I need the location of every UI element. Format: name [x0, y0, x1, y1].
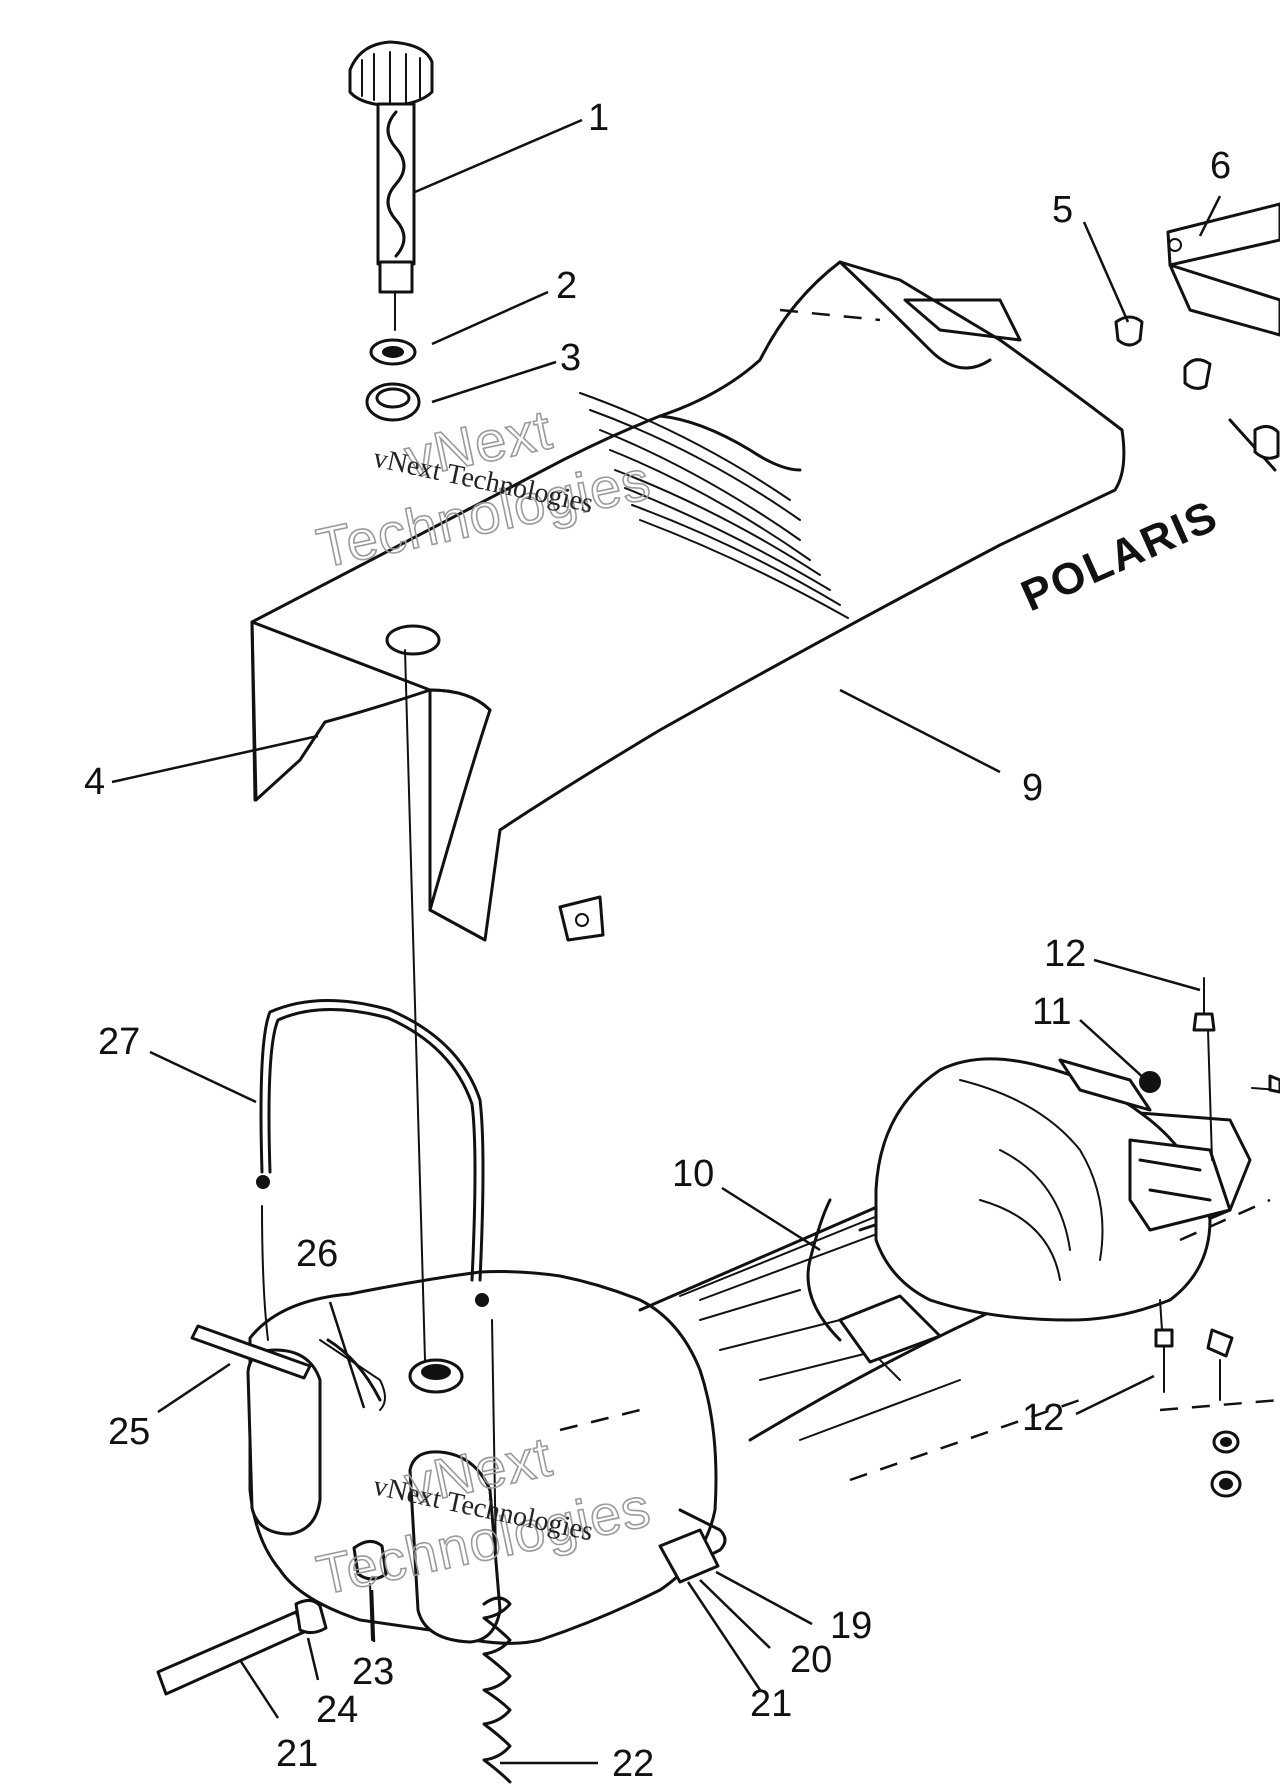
callout-22: 22 [612, 1743, 654, 1785]
rear-bracket-part [1114, 202, 1280, 472]
callout-20: 20 [790, 1639, 832, 1681]
callout-10: 10 [672, 1153, 714, 1195]
leader-lines [111, 118, 1222, 1765]
callout-12-lower: 12 [1022, 1397, 1064, 1439]
callout-5: 5 [1052, 189, 1073, 231]
callout-labels: 1 2 3 4 5 6 9 10 11 12 12 19 20 21 21 22… [84, 97, 1231, 1785]
spring-clamp-part [482, 1319, 512, 1784]
callout-12-upper: 12 [1044, 933, 1086, 975]
callout-11: 11 [1032, 991, 1071, 1033]
seat-cover-part: POLARIS [250, 260, 1226, 942]
callout-24: 24 [316, 1689, 358, 1731]
callout-4: 4 [84, 761, 105, 803]
callout-21-left: 21 [276, 1733, 318, 1775]
callout-9: 9 [1022, 767, 1043, 809]
callout-25: 25 [108, 1411, 150, 1453]
callout-1: 1 [588, 97, 609, 139]
callout-19: 19 [830, 1605, 872, 1647]
callout-21-right: 21 [750, 1683, 792, 1725]
callout-23: 23 [352, 1651, 394, 1693]
callout-2: 2 [556, 265, 577, 307]
callout-27: 27 [98, 1021, 140, 1063]
fuel-cap-part [348, 40, 434, 331]
callout-6: 6 [1210, 145, 1231, 187]
callout-3: 3 [560, 337, 581, 379]
oil-tank-part [874, 977, 1280, 1498]
callout-26: 26 [296, 1233, 338, 1275]
fuel-line-part [156, 1205, 388, 1696]
vent-hose-part [256, 999, 485, 1282]
grommet-part [365, 338, 421, 422]
assembly-center-line [404, 649, 426, 1361]
